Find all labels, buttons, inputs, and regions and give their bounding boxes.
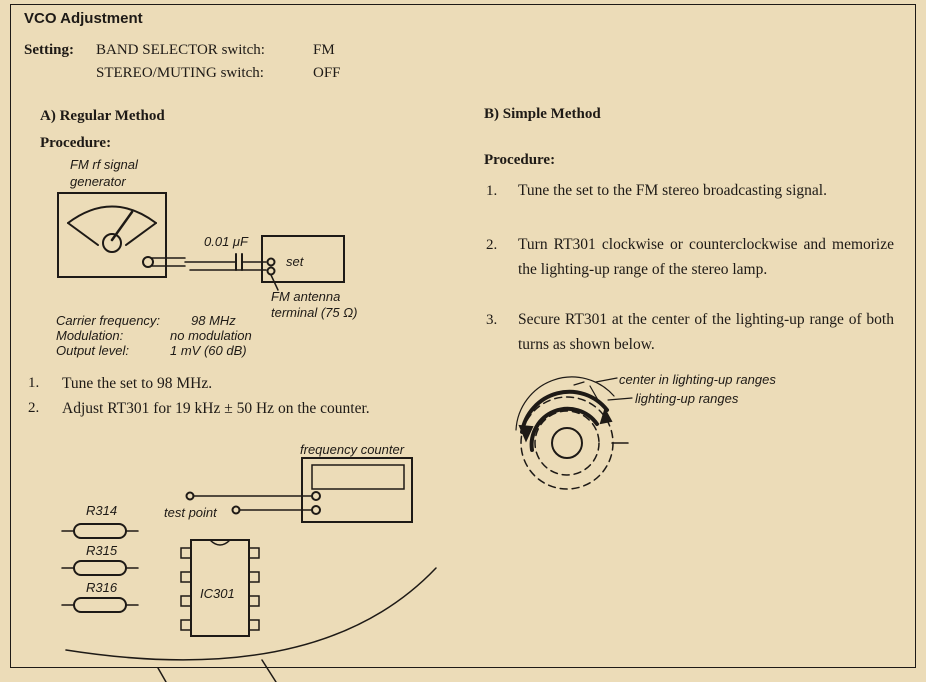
spec-modulation-label: Modulation:	[56, 328, 124, 343]
generator-meter-needle	[110, 210, 134, 242]
spec-output-value: 1 mV (60 dB)	[170, 343, 247, 358]
setting-band-selector: BAND SELECTOR switch:	[96, 42, 265, 58]
simple-step-2-text: Turn RT301 clockwise or counterclockwise…	[518, 236, 894, 278]
test-point-label: test point	[164, 505, 217, 520]
signal-generator-box	[57, 192, 167, 278]
resistor-r315	[61, 560, 139, 576]
lighting-range-inner-arc	[529, 406, 599, 452]
regular-step-1-text: Tune the set to 98 MHz.	[62, 375, 213, 392]
ic301-label: IC301	[200, 586, 235, 601]
capacitor-value: 0.01 μF	[204, 234, 248, 249]
resistor-r316	[61, 597, 139, 613]
counter-input-terminal-2	[311, 505, 321, 515]
page-title: VCO Adjustment	[24, 10, 143, 27]
center-range-label: center in lighting-up ranges	[619, 372, 776, 387]
ic301-body	[190, 539, 250, 637]
set-label: set	[286, 254, 304, 269]
generator-meter-edge-left	[67, 222, 99, 246]
generator-label-line2: generator	[70, 174, 126, 189]
antenna-terminal-2	[266, 266, 276, 276]
lighting-range-outer-arc	[520, 389, 609, 434]
spec-output-label: Output level:	[56, 343, 129, 358]
antenna-terminal-1	[266, 257, 276, 267]
simple-step-2-num: 2.	[486, 237, 498, 253]
lighting-ranges-label: lighting-up ranges	[635, 391, 739, 406]
generator-meter-edge-right	[125, 222, 157, 246]
counter-display	[311, 464, 405, 490]
resistor-r314-label: R314	[86, 503, 118, 518]
spec-carrier-value: 98 MHz	[191, 313, 236, 328]
generator-label-line1: FM rf signal	[70, 157, 138, 172]
regular-procedure-label: Procedure:	[40, 135, 112, 151]
generator-output-jack	[142, 256, 154, 268]
simple-step-1-text: Tune the set to the FM stereo broadcasti…	[518, 182, 827, 199]
regular-step-1-num: 1.	[28, 375, 40, 391]
resistor-r315-label: R315	[86, 543, 118, 558]
simple-step-1-num: 1.	[486, 183, 498, 199]
setting-stereo-muting: STEREO/MUTING switch:	[96, 65, 264, 81]
resistor-r314	[61, 523, 139, 539]
regular-step-2-num: 2.	[28, 400, 40, 416]
frequency-counter-label: frequency counter	[300, 442, 405, 457]
simple-method-heading: B) Simple Method	[484, 106, 601, 122]
simple-procedure-label: Procedure:	[484, 152, 556, 168]
setting-band-selector-value: FM	[313, 42, 335, 58]
setting-stereo-muting-value: OFF	[313, 65, 341, 81]
generator-meter-arc	[67, 205, 157, 224]
spec-carrier-label: Carrier frequency:	[56, 313, 161, 328]
regular-method-heading: A) Regular Method	[40, 108, 165, 124]
antenna-label-line2: terminal (75 Ω)	[271, 305, 358, 320]
antenna-label-line1: FM antenna	[271, 289, 341, 304]
set-box	[261, 235, 345, 283]
setting-label: Setting:	[24, 42, 74, 58]
spec-modulation-value: no modulation	[170, 328, 252, 343]
board-outline-curve	[65, 567, 437, 661]
regular-step-2-text: Adjust RT301 for 19 kHz ± 50 Hz on the c…	[62, 400, 370, 417]
simple-step-3-num: 3.	[486, 312, 498, 328]
resistor-r316-label: R316	[86, 580, 118, 595]
rt301-shaft	[551, 427, 583, 459]
page-frame	[10, 4, 916, 668]
generator-knob	[102, 233, 122, 253]
frequency-counter-box	[301, 457, 413, 523]
simple-step-3-text: Secure RT301 at the center of the lighti…	[518, 311, 894, 353]
counter-input-terminal-1	[311, 491, 321, 501]
